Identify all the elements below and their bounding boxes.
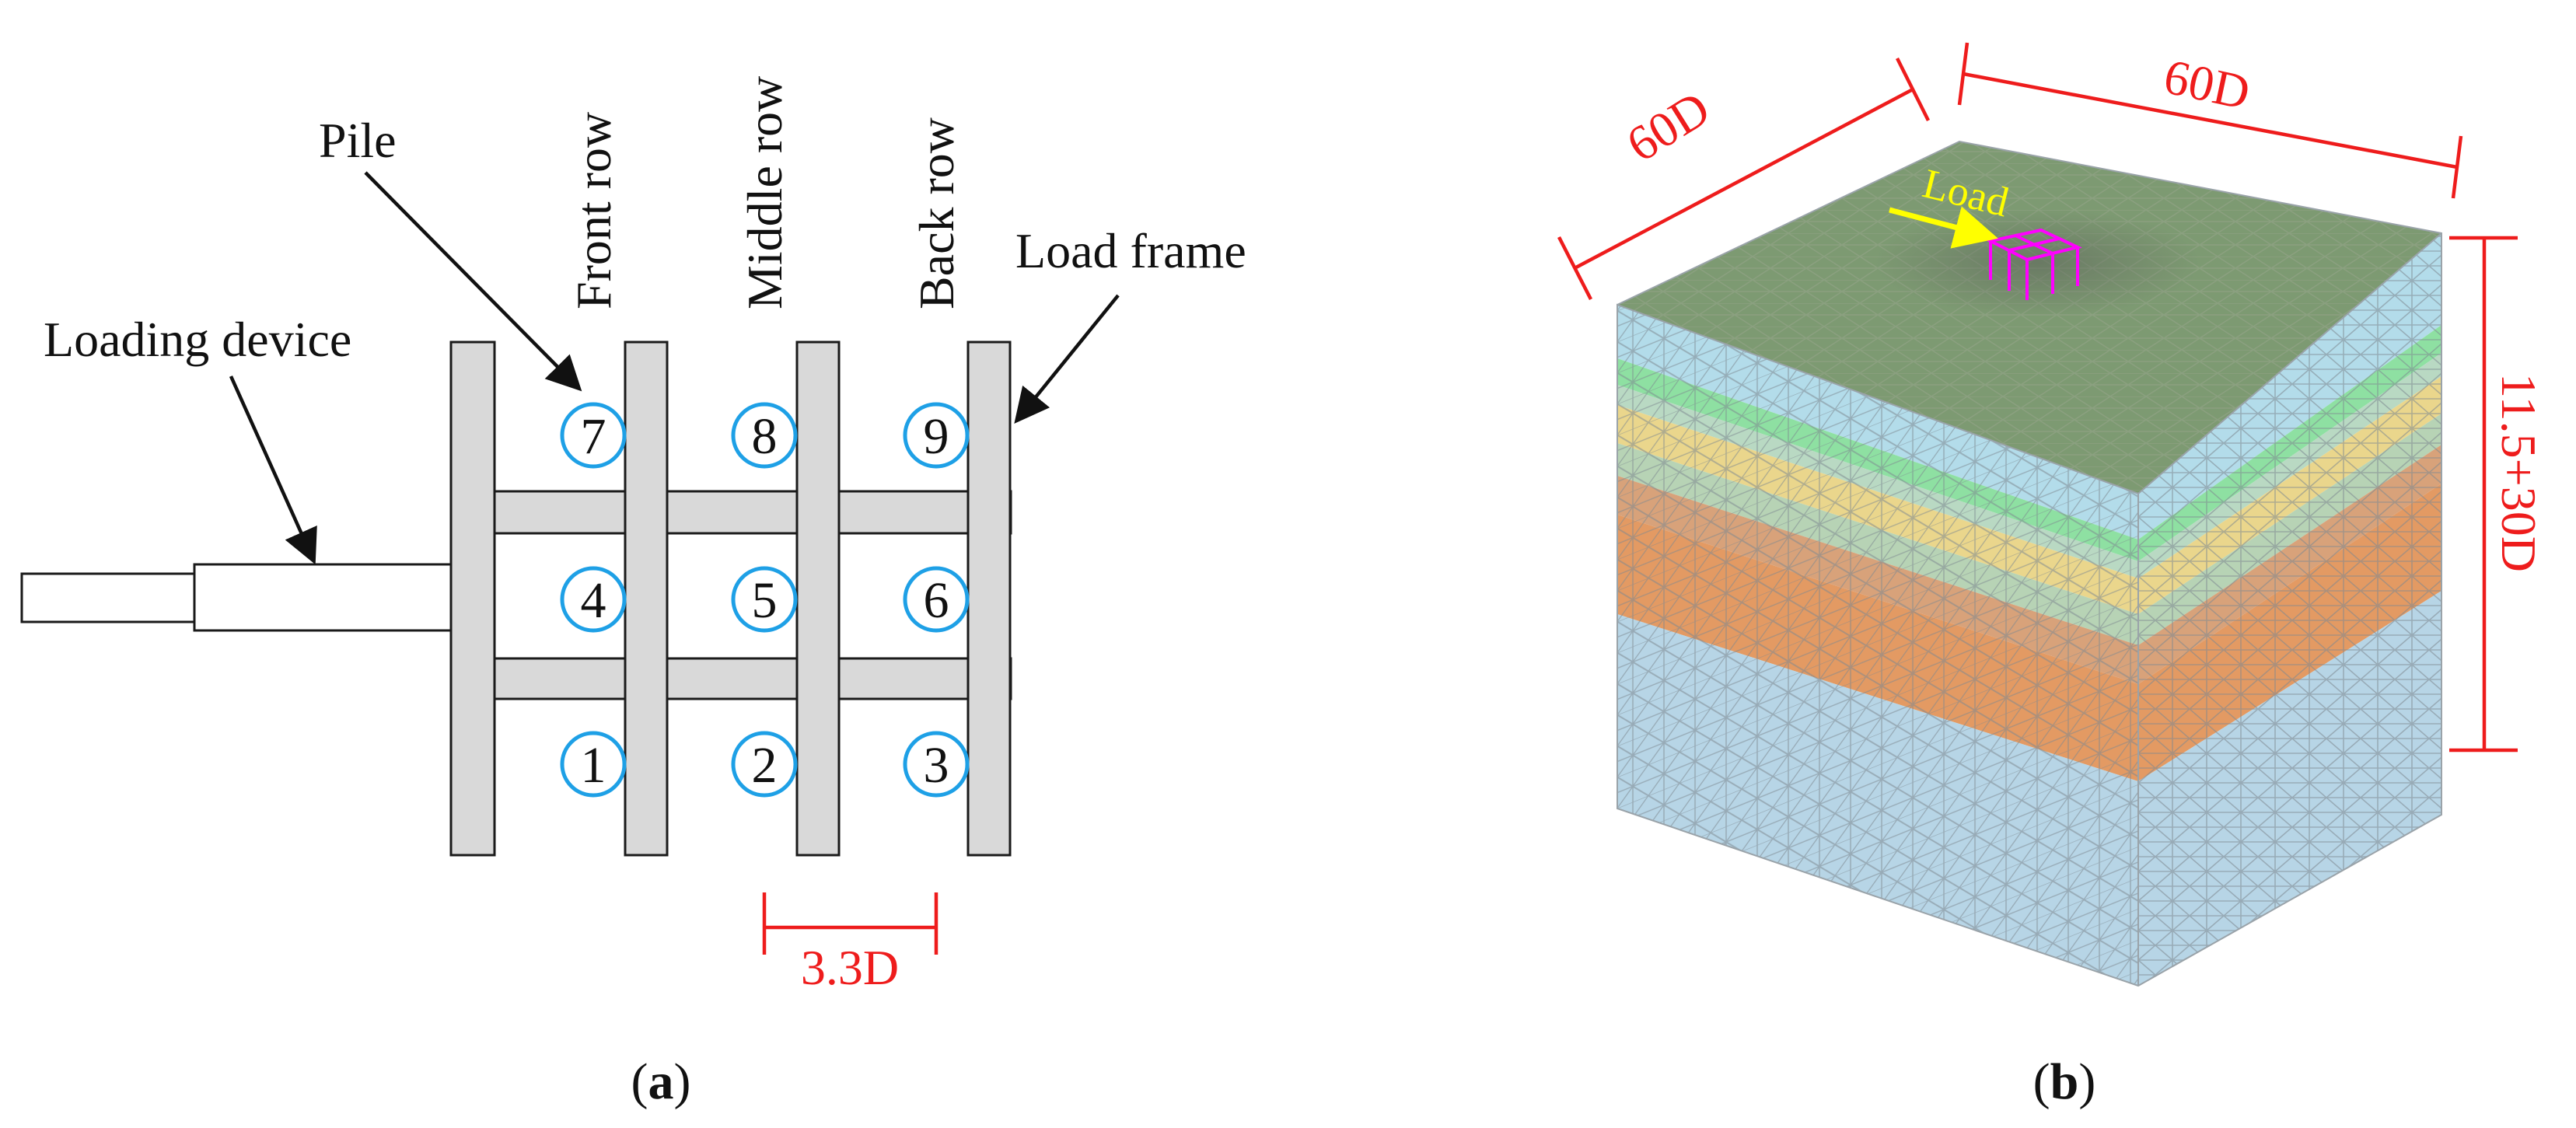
dimension-height-label: 11.5+30D (2491, 373, 2546, 572)
dimension-right-width (1957, 42, 2463, 199)
spacing-label: 3.3D (801, 940, 899, 995)
panel-a-pile-group-plan: 7 8 9 4 5 6 1 2 (20, 76, 1246, 1110)
dimension-height (2449, 236, 2518, 753)
pile-6: 6 (903, 566, 970, 633)
pile-cap-grid-line (2008, 237, 2060, 252)
label-front-row: Front row (566, 112, 621, 309)
frame-beam-upper (493, 490, 1012, 535)
label-back-row: Back row (909, 117, 964, 309)
frame-beam-lower (493, 657, 1012, 700)
dimension-tick (1895, 57, 1931, 122)
label-pile: Pile (319, 113, 397, 168)
pile-group-model (1986, 228, 2082, 300)
pile-circle (560, 731, 627, 798)
pointer-arrow-load-frame (1014, 294, 1120, 424)
load-arrow (1889, 206, 1998, 249)
pile-circle (731, 731, 798, 798)
dimension-tick (1557, 236, 1593, 301)
pile-number: 7 (581, 408, 606, 465)
right-face-mesh (2138, 233, 2441, 986)
pile-circle (560, 566, 627, 633)
pile-number: 6 (924, 572, 949, 629)
loading-device-body (193, 563, 453, 632)
pile-number: 3 (924, 737, 949, 794)
caption-b: (b) (2033, 1053, 2096, 1110)
pile-circle (903, 731, 970, 798)
pile-number: 4 (581, 572, 606, 629)
loading-device-rod (20, 572, 196, 623)
panel-b-soil-model: Load 60D 60D 11.5+30D (b) (1557, 42, 2546, 1110)
pile-circle (731, 402, 798, 469)
pile-9: 9 (903, 402, 970, 469)
pile-3: 3 (903, 731, 970, 798)
pile-2: 2 (731, 731, 798, 798)
dimension-right-label: 60D (2159, 48, 2255, 120)
pile-number: 2 (752, 737, 778, 794)
pile-circle (560, 402, 627, 469)
model-top-mesh (1617, 141, 2441, 494)
spacing-dimension (762, 892, 938, 955)
pile-number: 5 (752, 572, 778, 629)
pile-1: 1 (560, 731, 627, 798)
dimension-left-width (1557, 57, 1931, 301)
dimension-line (1963, 72, 2458, 169)
frame-bar-middle-row (795, 340, 841, 857)
pile-circle (731, 566, 798, 633)
pile-4: 4 (560, 566, 627, 633)
refined-mesh-zone (1874, 208, 2200, 317)
dimension-left-label: 60D (1617, 80, 1719, 173)
pile-number: 9 (924, 408, 949, 465)
pile-8: 8 (731, 402, 798, 469)
caption-a: (a) (631, 1053, 691, 1110)
dimension-tick (1957, 42, 1970, 106)
pointer-arrow-pile (364, 171, 582, 392)
pile-circle (903, 402, 970, 469)
frame-bar-front-row (624, 340, 669, 857)
pointer-arrow-loading-device (229, 375, 317, 565)
front-face-mesh (1617, 305, 2138, 986)
pile-number: 1 (581, 737, 606, 794)
dimension-line (1573, 88, 1914, 270)
pile-circle (903, 566, 970, 633)
dimension-tick (2451, 135, 2463, 199)
frame-bar-back-row (966, 340, 1012, 857)
label-middle-row: Middle row (737, 76, 792, 309)
pile-number: 8 (752, 408, 778, 465)
pile-5: 5 (731, 566, 798, 633)
pile-7: 7 (560, 402, 627, 469)
label-load-frame: Load frame (1015, 223, 1246, 278)
label-loading-device: Loading device (44, 312, 351, 367)
frame-main-vertical (449, 340, 496, 857)
